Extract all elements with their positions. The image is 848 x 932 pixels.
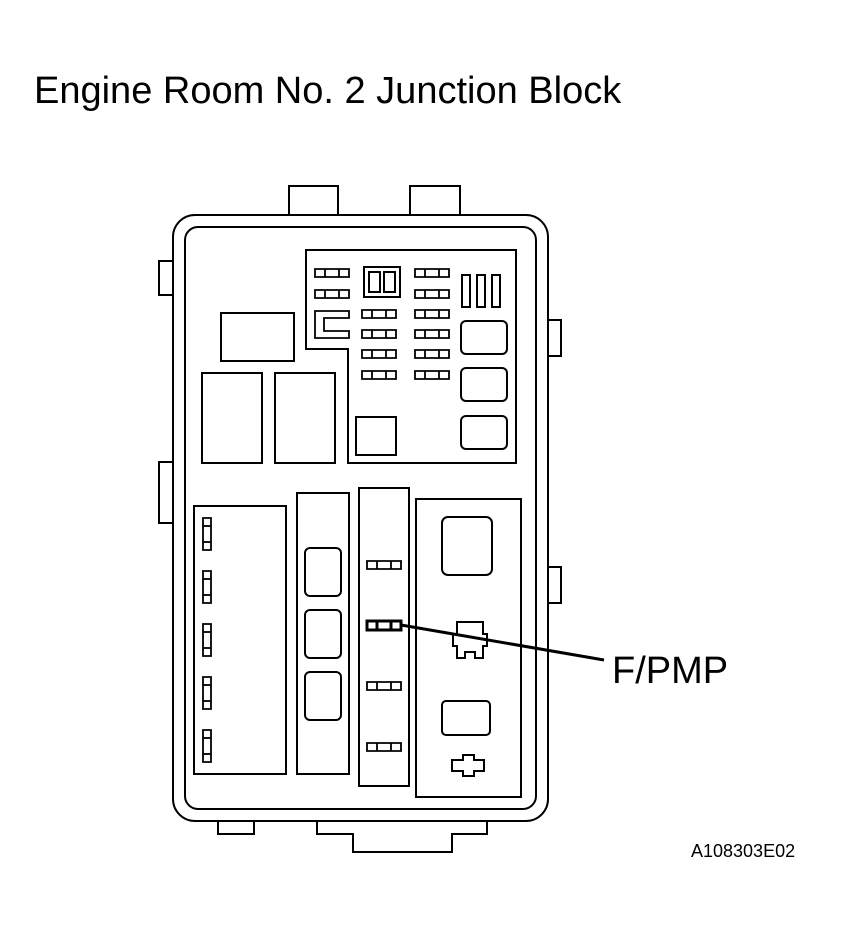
figure-code: A108303E02	[691, 841, 796, 861]
bottom-mounting-tabs	[218, 821, 487, 852]
lower-relay-column	[297, 493, 349, 774]
lower-right-panel	[416, 499, 521, 797]
top-mounting-tabs	[289, 186, 460, 215]
housing-inner	[185, 227, 536, 809]
upper-panel-relays	[356, 321, 507, 455]
fpmp-fuse	[367, 621, 401, 630]
upper-fuse-panel	[306, 250, 516, 463]
housing-outer	[173, 215, 548, 821]
lower-left-fuse-column	[194, 506, 286, 774]
mini-fuses-upper	[315, 269, 449, 379]
lower-fuse-column	[359, 488, 409, 786]
large-fuse-upper	[364, 267, 400, 297]
vertical-fuses	[462, 275, 500, 307]
fpmp-callout-label: F/PMP	[612, 650, 729, 692]
bracket-fuse-holder	[315, 311, 349, 338]
upper-relays	[202, 313, 335, 463]
diagram-title: Engine Room No. 2 Junction Block	[34, 70, 622, 112]
fpmp-leader-line	[401, 625, 604, 660]
